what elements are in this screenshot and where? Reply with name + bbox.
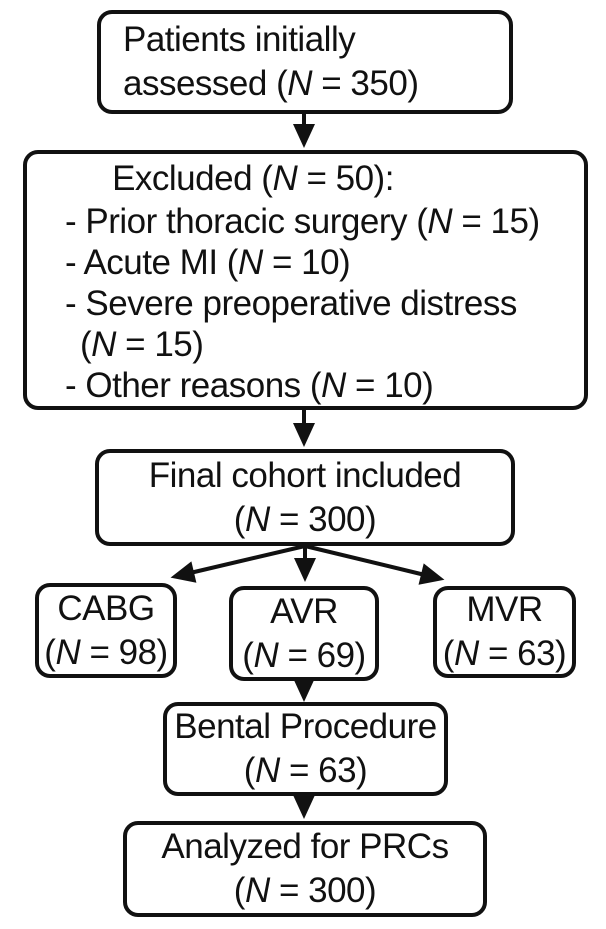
node-line: (N = 69) [242,635,366,675]
node-mvr: MVR (N = 63) [433,586,576,678]
excluded-item: - Other reasons (N = 10) [65,366,434,405]
excluded-item: - Acute MI (N = 10) [65,243,351,282]
arrow-final-to-cabg [170,544,306,583]
node-excluded: Excluded (N = 50): - Prior thoracic surg… [23,150,588,410]
node-analyzed: Analyzed for PRCs (N = 300) [123,821,487,917]
node-line: AVR [270,591,338,631]
node-line: assessed (N = 350) [123,64,419,103]
node-line: MVR [466,590,543,629]
node-patients-assessed: Patients initially assessed (N = 350) [97,10,513,114]
node-final-cohort: Final cohort included (N = 300) [95,449,515,546]
excluded-item: - Prior thoracic surgery (N = 15) [65,202,540,241]
node-line: (N = 300) [233,499,377,539]
node-line: Final cohort included [148,455,462,495]
node-line: (N = 300) [233,871,377,910]
excluded-title: Excluded (N = 50): [112,159,394,198]
node-line: Patients initially [123,20,356,59]
node-line: (N = 98) [44,632,168,672]
node-line: Bental Procedure [174,707,437,746]
node-line: Analyzed for PRCs [161,827,449,866]
excluded-item: - Severe preoperative distress(N = 15) [65,284,517,364]
node-cabg: CABG (N = 98) [35,583,177,678]
node-line: (N = 63) [243,751,368,790]
node-bental-procedure: Bental Procedure (N = 63) [163,702,448,796]
node-line: (N = 63) [442,634,567,673]
node-line: CABG [57,588,155,628]
node-avr: AVR (N = 69) [229,586,379,681]
arrow-final-to-mvr [304,544,445,585]
